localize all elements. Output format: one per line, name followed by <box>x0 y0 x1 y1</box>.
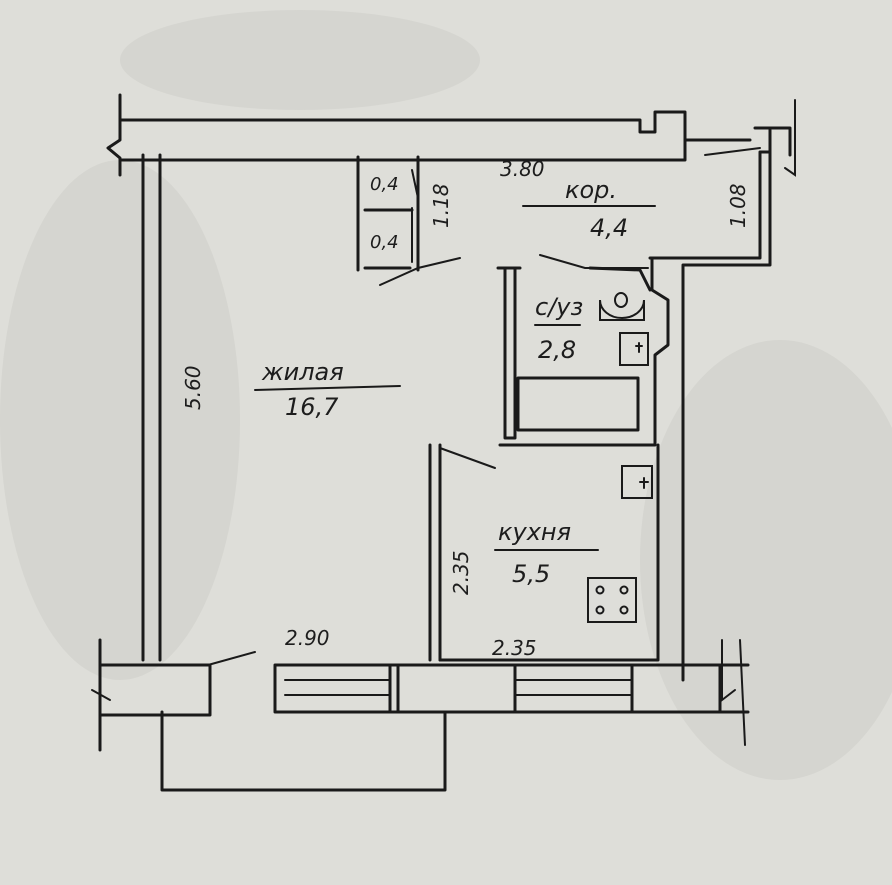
living-room-area: 16,7 <box>285 393 339 421</box>
bathroom-name: с/уз <box>535 293 583 321</box>
bathtub-icon <box>516 376 640 432</box>
entry-wall <box>648 99 796 682</box>
kitchen-sink-icon <box>621 465 653 499</box>
living-room-underline <box>254 385 401 391</box>
bathroom-area: 2,8 <box>538 336 576 364</box>
closets <box>356 155 461 286</box>
bottom-wall <box>91 638 750 752</box>
stove-icon <box>587 577 637 623</box>
kitchen-width-dimension: 2.35 <box>492 636 537 660</box>
living-height-dimension: 5.60 <box>181 365 205 410</box>
living-width-dimension: 2.90 <box>285 626 330 650</box>
closet-top-area: 0,4 <box>370 174 399 195</box>
top-wall <box>106 93 687 177</box>
bathroom <box>496 256 670 447</box>
living-room-name: жилая <box>261 358 344 386</box>
sink-icon <box>619 332 649 366</box>
toilet-icon <box>599 292 645 321</box>
kitchen-height-dimension: 2.35 <box>449 550 473 595</box>
closet-bottom-area: 0,4 <box>370 232 399 253</box>
corridor-width-dimension: 3.80 <box>500 157 545 181</box>
entry-width-dimension: 1.08 <box>726 183 750 228</box>
paper-stain <box>120 10 480 110</box>
closet-depth-dimension: 1.18 <box>429 183 453 228</box>
corridor-area: 4,4 <box>590 214 628 242</box>
balcony <box>160 710 447 792</box>
paper-stain <box>640 340 892 780</box>
corridor-name: кор. <box>565 176 617 204</box>
left-wall <box>141 153 162 662</box>
paper-stain <box>0 160 240 680</box>
kitchen-name: кухня <box>498 518 571 546</box>
kitchen-walls <box>428 443 660 662</box>
kitchen-area: 5,5 <box>512 560 550 588</box>
